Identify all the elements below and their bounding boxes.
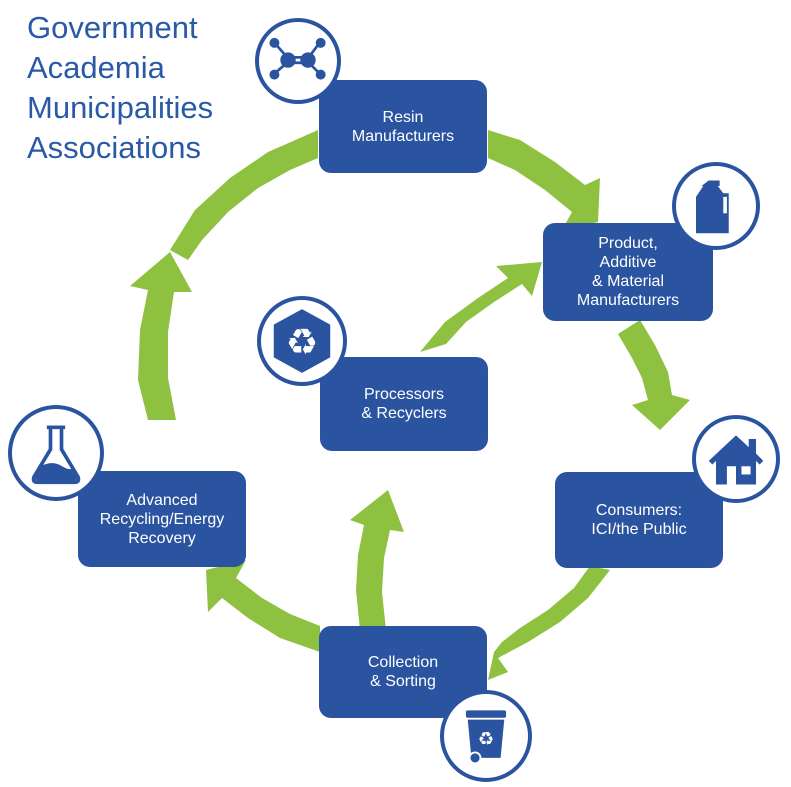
arrow-collection-to-processors [350, 490, 404, 630]
arrow-consumers-to-collection [488, 566, 610, 680]
svg-text:♻: ♻ [478, 729, 494, 750]
badge-collection: ♻ [440, 690, 532, 782]
house-icon [708, 435, 764, 485]
stakeholder-government: Government [27, 10, 198, 45]
recycling-bin-icon: ♻ [465, 710, 507, 765]
stakeholder-list: Government Academia Municipalities Assoc… [27, 8, 213, 168]
badge-consumers [692, 415, 780, 503]
node-product-manufacturers: Product, Additive & Material Manufacture… [543, 223, 713, 321]
badge-product [672, 162, 760, 250]
flask-icon [31, 425, 81, 485]
node-consumers: Consumers: ICI/the Public [555, 472, 723, 568]
arrow-collection-to-advanced [206, 560, 320, 652]
badge-advanced [8, 405, 104, 501]
arrow-product-to-consumers [618, 320, 690, 430]
svg-text:♻: ♻ [286, 321, 319, 364]
arrow-processors-to-product [420, 262, 542, 352]
arrow-resin-to-product [488, 130, 600, 230]
arrow-topleft [170, 130, 318, 260]
node-processors-recyclers: Processors & Recyclers [320, 357, 488, 451]
badge-resin [255, 18, 341, 104]
badge-processors: ♻ [257, 296, 347, 386]
node-resin-manufacturers: Resin Manufacturers [319, 80, 487, 173]
arrow-advanced-to-resin [130, 252, 192, 420]
molecule-icon [269, 37, 326, 80]
recycle-symbol-icon: ♻ [273, 309, 331, 373]
jug-icon [696, 180, 729, 234]
node-advanced-recycling: Advanced Recycling/Energy Recovery [78, 471, 246, 567]
stakeholder-municipalities: Municipalities [27, 90, 214, 125]
stakeholder-associations: Associations [27, 130, 202, 165]
stakeholder-academia: Academia [27, 50, 165, 85]
